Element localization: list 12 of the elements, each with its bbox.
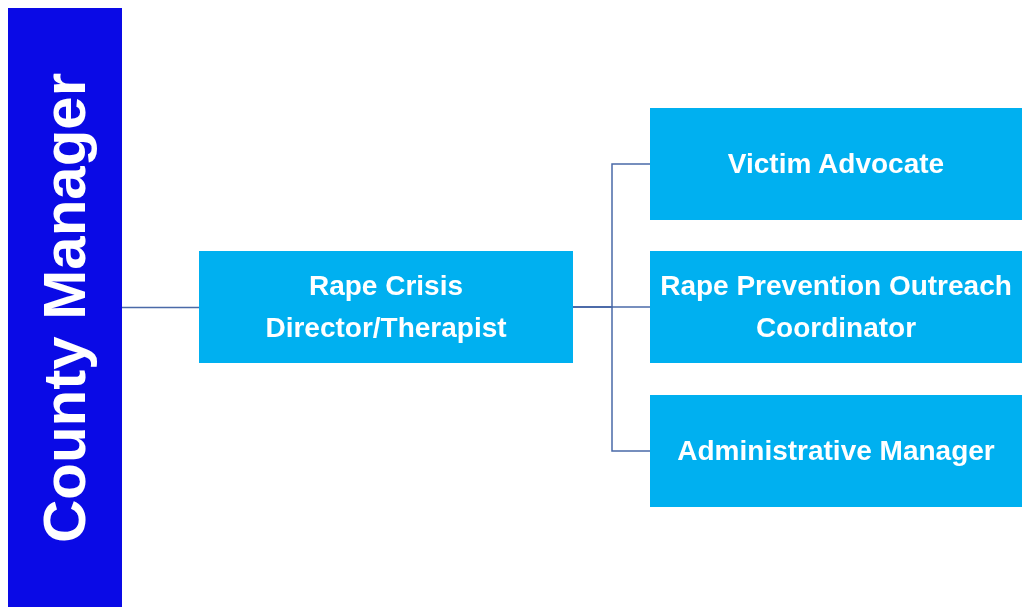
- node-label: County Manager: [30, 72, 99, 543]
- connector-line: [572, 306, 651, 452]
- process-box: [650, 395, 1022, 507]
- connector-line: [121, 306, 200, 309]
- node-label: Administrative Manager: [677, 434, 995, 468]
- process-box: [650, 251, 1022, 363]
- node-label: Rape Prevention Outreach Coordinator: [659, 269, 1013, 345]
- vertical-title-bar: [8, 8, 122, 607]
- node-label: Victim Advocate: [727, 147, 945, 181]
- node-label: Rape Crisis Director/Therapist: [264, 269, 508, 345]
- process-box: [199, 251, 573, 363]
- process-box: [650, 108, 1022, 220]
